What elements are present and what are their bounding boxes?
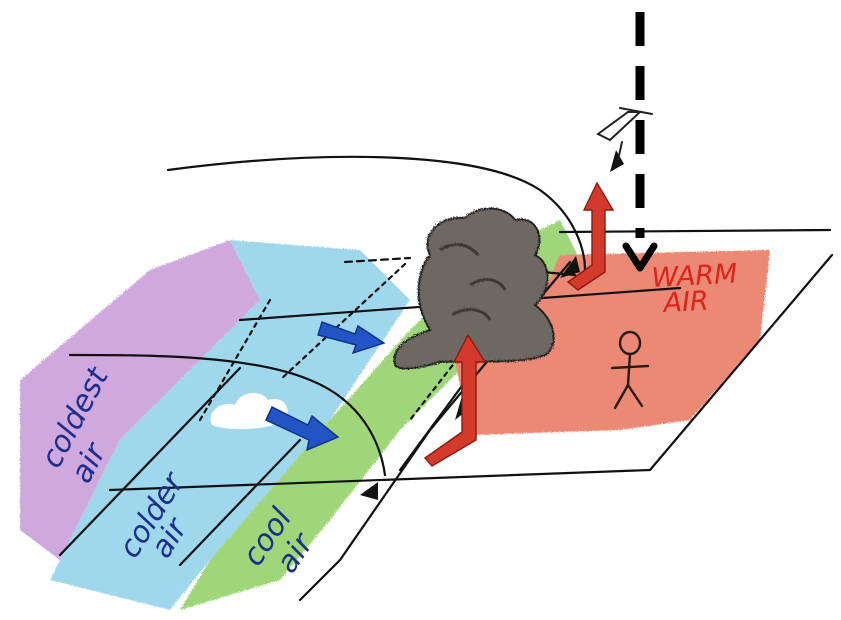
arrow-down-icon [626, 12, 654, 268]
label-warm-air: AIR [661, 286, 710, 319]
